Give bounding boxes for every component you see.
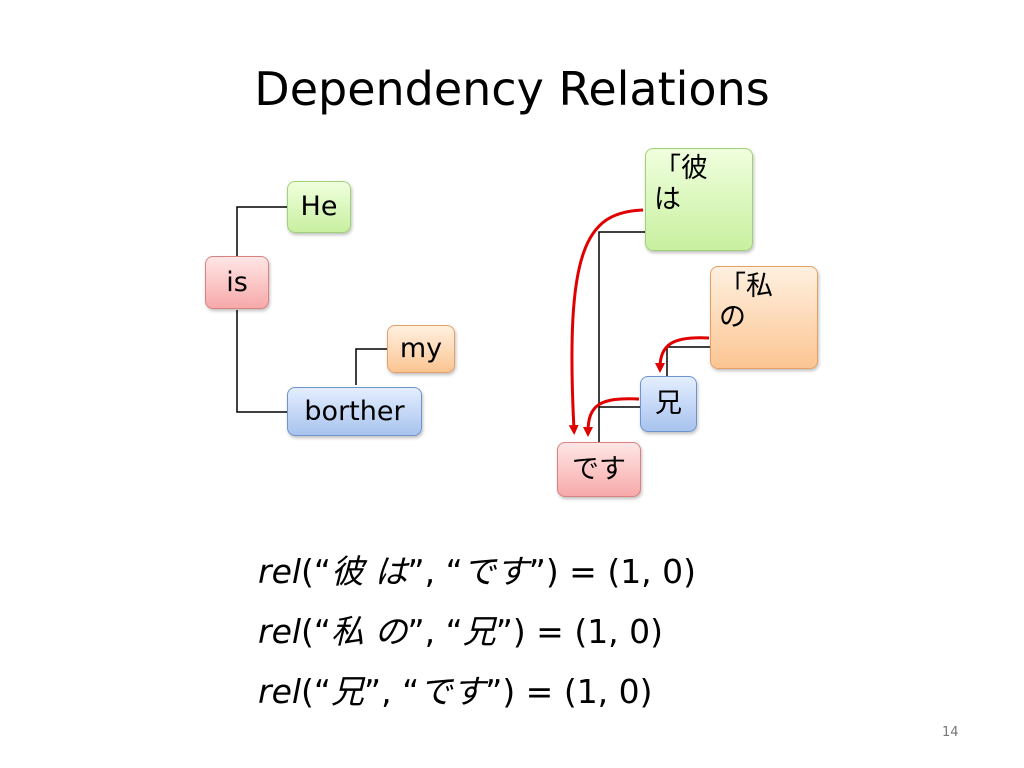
formula-arg2: です <box>462 552 529 591</box>
formula-close-quote: ” <box>485 672 503 711</box>
node-desu: です <box>557 442 641 497</box>
formula-arg2: 兄 <box>462 612 496 651</box>
formula-fn: rel <box>258 552 302 591</box>
connector-is-he <box>236 206 287 256</box>
formula-mid: ”, “ <box>407 552 463 591</box>
node-desu-label: です <box>572 453 626 485</box>
relation-formulas: rel(“彼 は”, “です”) = (1, 0) rel(“私 の”, “兄”… <box>258 552 696 732</box>
formula-open: (“ <box>301 552 332 591</box>
node-is-label: is <box>226 266 248 298</box>
formula-result: ) = (1, 0) <box>502 672 653 711</box>
formula-result: ) = (1, 0) <box>545 552 697 591</box>
node-kare-wa-line2: は <box>654 184 681 216</box>
formula-mid: ”, “ <box>407 612 463 651</box>
formula-fn: rel <box>258 612 302 651</box>
formula-line-1: rel(“彼 は”, “です”) = (1, 0) <box>258 552 696 612</box>
node-watashi-no-line2: の <box>719 302 746 334</box>
node-ani-label: 兄 <box>655 388 682 420</box>
formula-open: (“ <box>301 612 332 651</box>
slide-title: Dependency Relations <box>254 62 770 116</box>
connector-brother-my <box>355 348 387 385</box>
arrow-karewa-to-desu <box>568 208 644 435</box>
formula-arg2: です <box>419 672 486 711</box>
formula-result: ) = (1, 0) <box>512 612 664 651</box>
node-ani: 兄 <box>640 376 697 432</box>
formula-close-quote: ” <box>528 552 546 591</box>
node-brother-label: borther <box>304 395 405 427</box>
node-kare-wa: 「彼 は <box>645 148 753 251</box>
node-is: is <box>205 256 269 309</box>
connector-ani-watashino <box>666 346 710 376</box>
slide-number: 14 <box>942 725 959 740</box>
arrow-watashino-to-ani <box>655 336 710 373</box>
formula-arg1: 私 の <box>331 612 408 651</box>
node-he-label: He <box>300 191 338 223</box>
formula-arg1: 彼 は <box>331 552 408 591</box>
formula-line-3: rel(“兄”, “です”) = (1, 0) <box>258 672 696 732</box>
node-my: my <box>387 325 455 373</box>
connector-desu-karewa <box>598 231 645 442</box>
formula-close-quote: ” <box>495 612 513 651</box>
formula-open: (“ <box>301 672 332 711</box>
node-watashi-no: 「私 の <box>710 266 818 369</box>
formula-arg1: 兄 <box>331 672 365 711</box>
formula-mid: ”, “ <box>364 672 420 711</box>
node-kare-wa-line1: 「彼 <box>654 153 708 184</box>
node-he: He <box>287 181 351 233</box>
arrow-ani-to-desu <box>583 397 640 437</box>
connector-is-brother <box>236 310 287 413</box>
node-watashi-no-line1: 「私 <box>719 271 773 302</box>
formula-fn: rel <box>258 672 302 711</box>
node-my-label: my <box>399 333 443 365</box>
node-brother: borther <box>287 387 422 436</box>
formula-line-2: rel(“私 の”, “兄”) = (1, 0) <box>258 612 696 672</box>
